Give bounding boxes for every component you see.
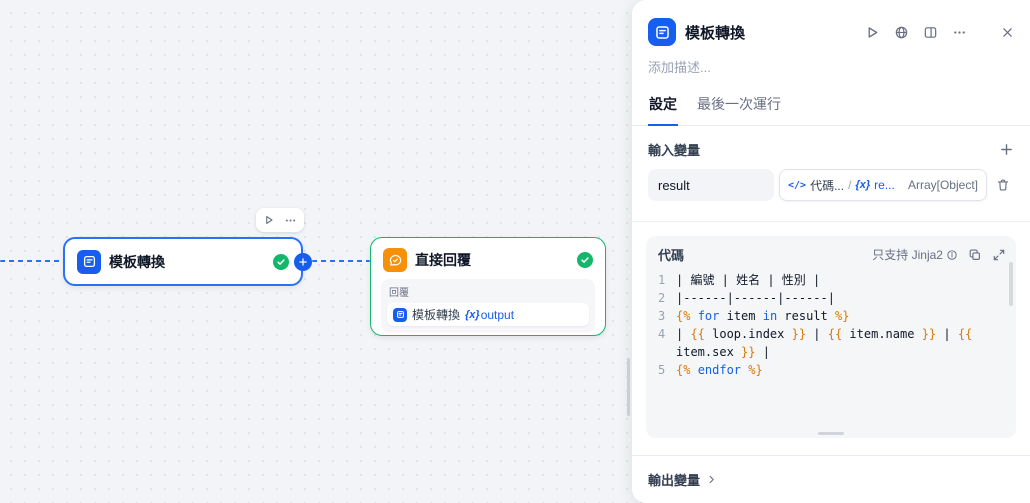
- tab-settings[interactable]: 設定: [648, 85, 678, 126]
- success-check-icon: [273, 253, 289, 270]
- code-editor-header: 代碼 只支持 Jinja2: [646, 236, 1016, 268]
- line-number: 4: [658, 327, 666, 341]
- node-header: 直接回覆: [371, 238, 605, 279]
- more-icon[interactable]: [284, 214, 297, 227]
- input-variables-section: 輸入變量: [632, 126, 1030, 169]
- more-icon[interactable]: [952, 25, 967, 40]
- jinja-hint: 只支持 Jinja2: [872, 246, 958, 263]
- code-header-actions: 只支持 Jinja2: [872, 246, 1006, 263]
- variable-icon: {x}: [855, 179, 871, 191]
- code-line: 1 | 編號 | 姓名 | 性別 |: [646, 271, 1002, 289]
- node-template-transform[interactable]: 模板轉換: [63, 237, 312, 286]
- line-number: 5: [658, 363, 666, 377]
- answer-group-label: 回覆: [389, 288, 409, 299]
- value-variable-name: re...: [874, 178, 895, 192]
- template-node-icon: [648, 18, 676, 46]
- panel-tabs: 設定 最後一次運行: [632, 85, 1030, 126]
- code-node-icon: </>: [788, 179, 807, 191]
- tab-last-run[interactable]: 最後一次運行: [697, 96, 781, 112]
- line-number: 3: [658, 309, 666, 323]
- line-number: 2: [658, 291, 666, 305]
- answer-variable-box: 回覆 模板轉換 {x}output: [381, 279, 595, 332]
- line-content: {% for item in result %}: [676, 309, 850, 323]
- add-variable-icon[interactable]: [999, 142, 1014, 157]
- answer-node-icon: [383, 248, 407, 272]
- info-icon[interactable]: [946, 249, 958, 261]
- code-resize-handle[interactable]: [818, 432, 844, 435]
- code-line: 5 {% endfor %}: [646, 361, 1002, 379]
- line-content: {% endfor %}: [676, 363, 763, 377]
- variable-value-selector[interactable]: </> 代碼... / {x} re... Array[Object]: [779, 169, 987, 201]
- code-lines[interactable]: 1 | 編號 | 姓名 | 性別 | 2 |------|------|------|…: [646, 268, 1016, 438]
- section-divider: [632, 221, 1030, 222]
- layout-columns-icon[interactable]: [923, 25, 938, 40]
- add-node-button[interactable]: [294, 252, 312, 271]
- output-variables-title: 輸出變量: [648, 473, 701, 488]
- variable-chip[interactable]: 模板轉換 {x}output: [387, 303, 589, 326]
- panel-actions: [865, 25, 1014, 40]
- chevron-right-icon: [709, 475, 714, 484]
- globe-icon[interactable]: [894, 25, 909, 40]
- line-number: 1: [658, 273, 666, 287]
- template-node-icon: [77, 249, 101, 274]
- code-editor: 代碼 只支持 Jinja2 1 | 編號 | 姓名 | 性別 | 2 |------|…: [646, 236, 1016, 438]
- code-line: 4 | {{ loop.index }} | {{ item.name }} | …: [646, 325, 1002, 361]
- output-variables-section[interactable]: 輸出變量: [632, 455, 1030, 503]
- connection-edge: [0, 260, 63, 262]
- variable-icon: {x}: [465, 308, 480, 321]
- description-input[interactable]: [648, 60, 1014, 75]
- code-scrollbar[interactable]: [1009, 262, 1013, 306]
- line-content: |------|------|------|: [676, 291, 835, 305]
- value-node-name: 代碼...: [810, 178, 845, 193]
- code-line: 2 |------|------|------|: [646, 289, 1002, 307]
- node-title: 直接回覆: [415, 252, 471, 268]
- success-check-icon: [577, 252, 593, 268]
- panel-title: 模板轉換: [685, 24, 746, 42]
- node-direct-answer[interactable]: 直接回覆 回覆 模板轉換 {x}output: [370, 237, 606, 336]
- panel-header: 模板轉換: [632, 0, 1030, 46]
- code-line: 3 {% for item in result %}: [646, 307, 1002, 325]
- chip-node-name: 模板轉換: [412, 308, 461, 322]
- close-icon[interactable]: [1001, 26, 1014, 39]
- chip-variable: {x}output: [465, 307, 515, 322]
- node-title: 模板轉換: [109, 253, 165, 270]
- variable-type-badge: Array[Object]: [907, 178, 978, 192]
- line-content: | {{ loop.index }} | {{ item.name }} | {…: [676, 327, 980, 359]
- panel-resize-handle[interactable]: [627, 358, 630, 416]
- template-node-mini-icon: [393, 307, 407, 322]
- variable-row: result </> 代碼... / {x} re... Array[Objec…: [632, 169, 1030, 201]
- variable-name-input[interactable]: result: [648, 169, 774, 201]
- copy-icon[interactable]: [968, 248, 982, 262]
- play-icon[interactable]: [263, 214, 275, 226]
- node-hover-toolbar: [256, 208, 304, 232]
- node-config-panel: 模板轉換 設定 最後一次: [632, 0, 1030, 503]
- expand-icon[interactable]: [992, 248, 1006, 262]
- line-content: | 編號 | 姓名 | 性別 |: [676, 273, 821, 287]
- input-variables-title: 輸入變量: [648, 143, 701, 158]
- play-icon[interactable]: [865, 25, 880, 40]
- connection-edge: [312, 260, 370, 262]
- code-title: 代碼: [658, 248, 685, 263]
- trash-icon[interactable]: [992, 173, 1014, 197]
- path-separator: /: [848, 178, 852, 192]
